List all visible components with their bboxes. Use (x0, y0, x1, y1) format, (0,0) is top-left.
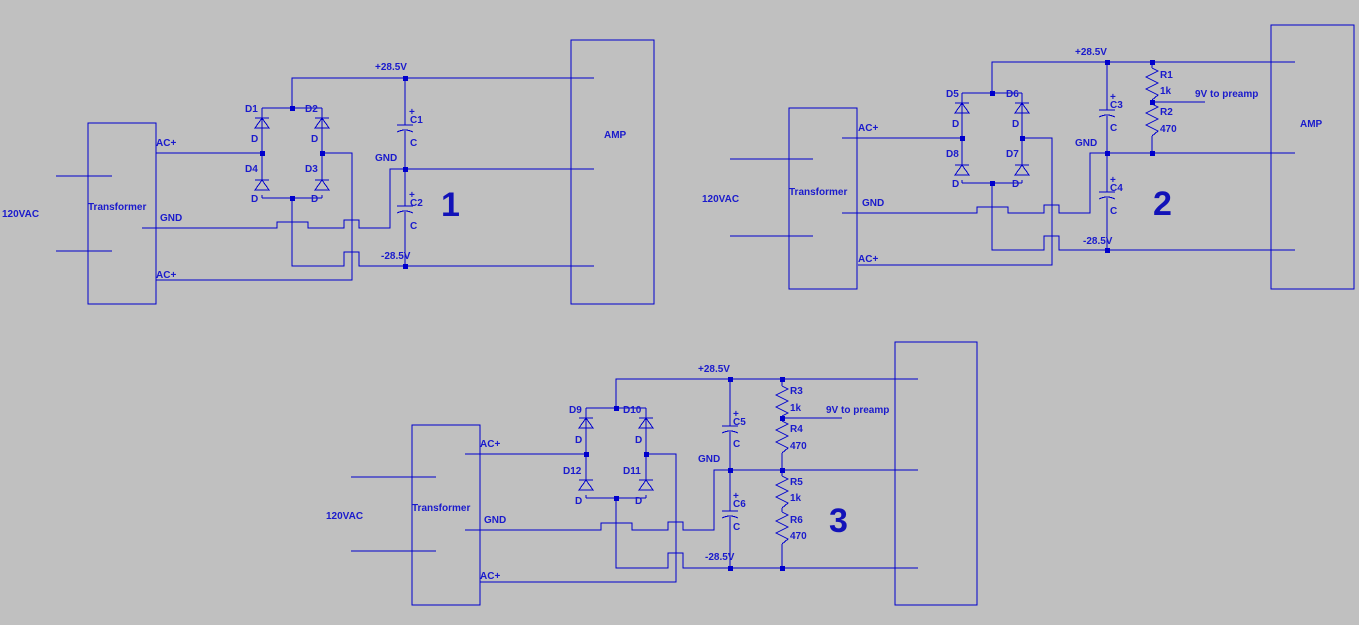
ac-label-top: AC+ (156, 138, 176, 149)
neg-rail-label: -28.5V (705, 552, 735, 563)
amp-box (570, 39, 655, 305)
rail-gnd-label: GND (698, 454, 720, 465)
diode-value: D (311, 134, 318, 145)
cap-value: C (733, 522, 740, 533)
resistor-value: 470 (790, 531, 807, 542)
resistor-label: R4 (790, 424, 803, 435)
neg-rail-label: -28.5V (1083, 236, 1113, 247)
resistor-label: R5 (790, 477, 803, 488)
diode-label: D3 (305, 164, 318, 175)
ac-label-bottom: AC+ (480, 571, 500, 582)
cap-label: C1 (410, 115, 423, 126)
cap-label: C4 (1110, 183, 1123, 194)
cap-label: C6 (733, 499, 746, 510)
cap-value: C (1110, 206, 1117, 217)
diode-value: D (251, 134, 258, 145)
tap-label: 9V to preamp (1195, 89, 1258, 100)
cap-polarity: + (733, 491, 739, 502)
resistor-value: 1k (1160, 86, 1172, 97)
diode-value: D (311, 194, 318, 205)
diode-label: D6 (1006, 89, 1019, 100)
transformer-label: Transformer (789, 187, 847, 198)
diode-label: D5 (946, 89, 959, 100)
diode-value: D (635, 435, 642, 446)
cap-polarity: + (1110, 175, 1116, 186)
gnd-label: GND (862, 198, 884, 209)
transformer-label: Transformer (412, 503, 470, 514)
input-label: 120VAC (326, 511, 363, 522)
schematic-number: 1 (441, 186, 460, 224)
cap-label: C3 (1110, 100, 1123, 111)
cap-label: C5 (733, 417, 746, 428)
resistor-value: 1k (790, 403, 802, 414)
diode-label: D7 (1006, 149, 1019, 160)
schematic-1: 120VAC Transformer AC+ GND AC+ AMP (2, 39, 655, 305)
schematic-3: 120VAC Transformer AC+ GND AC+ (326, 341, 978, 606)
ac-label-bottom: AC+ (858, 254, 878, 265)
diode-value: D (1012, 119, 1019, 130)
diode-label: D1 (245, 104, 258, 115)
diode-value: D (575, 496, 582, 507)
pos-rail-label: +28.5V (375, 62, 407, 73)
amp-box (894, 341, 978, 606)
diode-label: D11 (623, 466, 641, 477)
cap-value: C (733, 439, 740, 450)
diode-label: D4 (245, 164, 258, 175)
ac-label-top: AC+ (858, 123, 878, 134)
cap-value: C (410, 138, 417, 149)
schematic-number: 3 (829, 502, 848, 540)
gnd-label: GND (160, 213, 182, 224)
resistor-label: R2 (1160, 107, 1173, 118)
transformer-label: Transformer (88, 202, 146, 213)
diode-value: D (575, 435, 582, 446)
input-label: 120VAC (702, 194, 739, 205)
resistor-label: R3 (790, 386, 803, 397)
resistor-value: 1k (790, 493, 802, 504)
transformer-box (411, 424, 481, 606)
transformer-box (87, 122, 157, 305)
diode-value: D (635, 496, 642, 507)
schematic-2: 120VAC Transformer AC+ GND AC+ AMP (702, 24, 1355, 290)
amp-box (1270, 24, 1355, 290)
tap-label: 9V to preamp (826, 405, 889, 416)
transformer-box (788, 107, 858, 290)
resistor-label: R6 (790, 515, 803, 526)
cap-value: C (1110, 123, 1117, 134)
input-label: 120VAC (2, 209, 39, 220)
diode-value: D (1012, 179, 1019, 190)
diode-value: D (952, 179, 959, 190)
cap-value: C (410, 221, 417, 232)
rail-gnd-label: GND (1075, 138, 1097, 149)
diode-label: D8 (946, 149, 959, 160)
gnd-label: GND (484, 515, 506, 526)
cap-polarity: + (409, 107, 415, 118)
cap-polarity: + (733, 409, 739, 420)
neg-rail-label: -28.5V (381, 251, 411, 262)
ac-label-bottom: AC+ (156, 270, 176, 281)
resistor-value: 470 (790, 441, 807, 452)
ac-label-top: AC+ (480, 439, 500, 450)
diode-label: D10 (623, 405, 642, 416)
pos-rail-label: +28.5V (1075, 47, 1107, 58)
diode-label: D2 (305, 104, 318, 115)
cap-polarity: + (1110, 92, 1116, 103)
resistor-label: R1 (1160, 70, 1173, 81)
cap-label: C2 (410, 198, 423, 209)
schematic-number: 2 (1153, 185, 1172, 223)
diode-value: D (251, 194, 258, 205)
pos-rail-label: +28.5V (698, 364, 730, 375)
resistor-value: 470 (1160, 124, 1177, 135)
rail-gnd-label: GND (375, 153, 397, 164)
diode-value: D (952, 119, 959, 130)
diode-label: D9 (569, 405, 582, 416)
amp-label: AMP (604, 130, 627, 141)
cap-polarity: + (409, 190, 415, 201)
diode-label: D12 (563, 466, 582, 477)
amp-label: AMP (1300, 119, 1323, 130)
